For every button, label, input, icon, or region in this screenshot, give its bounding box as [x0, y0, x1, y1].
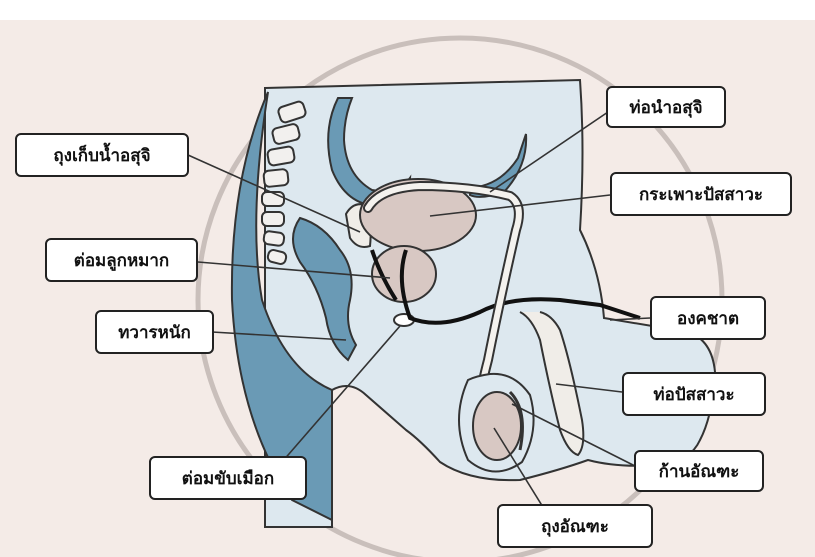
label-urethra: ท่อปัสสาวะ	[622, 372, 766, 416]
label-seminal-vesicle: ถุงเก็บน้ำอสุจิ	[15, 133, 189, 177]
top-strip	[0, 0, 815, 20]
label-rectum: ทวารหนัก	[95, 310, 214, 354]
label-vas-deferens: ท่อนำอสุจิ	[606, 86, 726, 128]
label-epididymis: ก้านอัณฑะ	[634, 450, 764, 492]
label-bladder: กระเพาะปัสสาวะ	[610, 172, 792, 216]
label-scrotum: ถุงอัณฑะ	[497, 504, 653, 548]
label-penis: องคชาต	[650, 296, 766, 340]
label-bulbourethral-gland: ต่อมขับเมือก	[149, 456, 307, 500]
testis-shape	[473, 392, 521, 460]
label-prostate: ต่อมลูกหมาก	[45, 238, 198, 282]
